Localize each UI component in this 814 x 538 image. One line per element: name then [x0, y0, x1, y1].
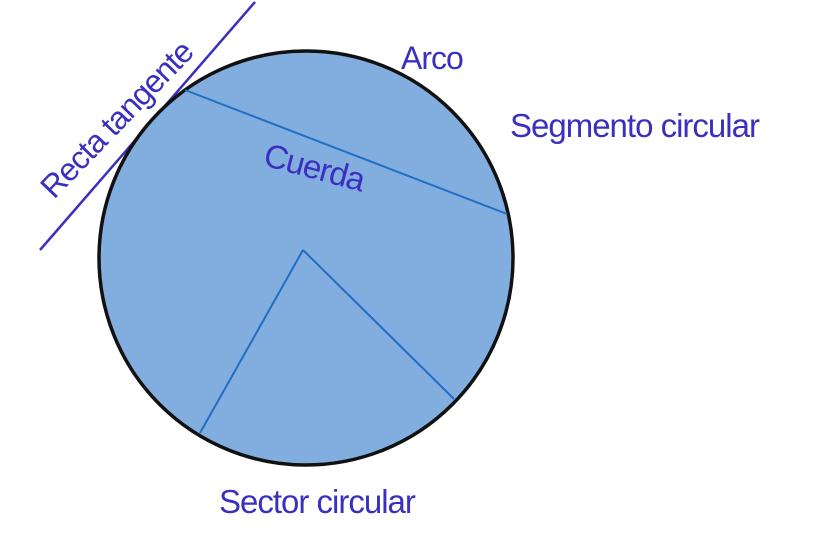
label-arc: Arco — [401, 40, 463, 76]
label-segment: Segmento circular — [510, 107, 760, 144]
chord-line — [184, 89, 508, 215]
sector-radius-right — [302, 249, 455, 400]
circle — [97, 49, 515, 467]
sector-radius-left — [199, 249, 304, 434]
label-sector: Sector circular — [219, 483, 416, 520]
